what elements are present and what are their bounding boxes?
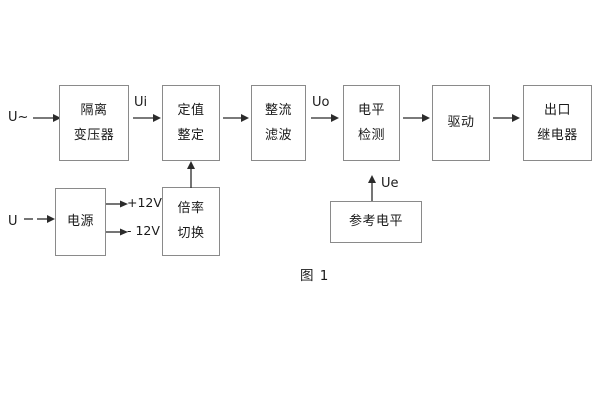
block-multiplier-switch-line2: 切换 — [177, 226, 205, 241]
block-isolation-transformer: 隔离 变压器 — [59, 85, 129, 161]
block-level-detection-line2: 检测 — [357, 127, 385, 143]
signal-label-uo: Uo — [312, 95, 330, 110]
arrow-setting-value-to-rectify-filter — [223, 114, 249, 122]
arrow-level-detection-to-drive — [403, 114, 430, 122]
block-output-relay-line1: 出口 — [543, 102, 571, 118]
arrow-reference-level-to-level-detection — [368, 175, 376, 201]
signal-label-ui: Ui — [134, 95, 148, 110]
arrow-isolation-transformer-to-setting-value — [133, 114, 161, 122]
block-setting-value: 定值 整定 — [162, 85, 220, 161]
block-rectify-filter-line1: 整流 — [264, 102, 292, 118]
arrow-multiplier-switch-to-setting-value — [187, 161, 195, 188]
block-setting-value-line1: 定值 — [177, 102, 205, 118]
dc-input-label: U — [8, 214, 18, 229]
block-rectify-filter-line2: 滤波 — [264, 127, 292, 143]
block-isolation-transformer-line2: 变压器 — [73, 127, 115, 143]
block-multiplier-switch-line1: 倍率 — [177, 201, 205, 217]
block-reference-level: 参考电平 — [330, 201, 422, 243]
arrow-input-to-isolation-transformer — [33, 114, 61, 122]
signal-label-ue: Ue — [381, 176, 399, 191]
block-multiplier-switch: 倍率 切换 — [162, 187, 220, 256]
block-power-supply: 电源 — [55, 188, 106, 256]
block-level-detection-line1: 电平 — [357, 102, 385, 118]
arrow-power-supply-negative-rail — [106, 228, 128, 236]
block-output-relay-line2: 继电器 — [537, 127, 578, 143]
block-setting-value-line2: 整定 — [177, 127, 205, 143]
block-output-relay: 出口 继电器 — [523, 85, 592, 161]
block-drive: 驱动 — [432, 85, 490, 161]
block-power-supply-line1: 电源 — [66, 214, 94, 230]
block-drive-line1: 驱动 — [447, 115, 475, 131]
block-level-detection: 电平 检测 — [343, 85, 400, 161]
block-isolation-transformer-line1: 隔离 — [80, 102, 108, 118]
arrow-drive-to-output-relay — [493, 114, 520, 122]
block-rectify-filter: 整流 滤波 — [251, 85, 306, 161]
rail-label-negative: - 12V — [127, 223, 160, 238]
arrow-input-to-power-supply — [24, 215, 55, 223]
figure-caption: 图 1 — [300, 268, 330, 284]
arrow-power-supply-positive-rail — [106, 200, 128, 208]
ac-input-label: U~ — [8, 110, 29, 125]
arrow-rectify-filter-to-level-detection — [311, 114, 339, 122]
block-reference-level-line1: 参考电平 — [348, 214, 403, 230]
rail-label-positive: +12V — [127, 195, 162, 210]
